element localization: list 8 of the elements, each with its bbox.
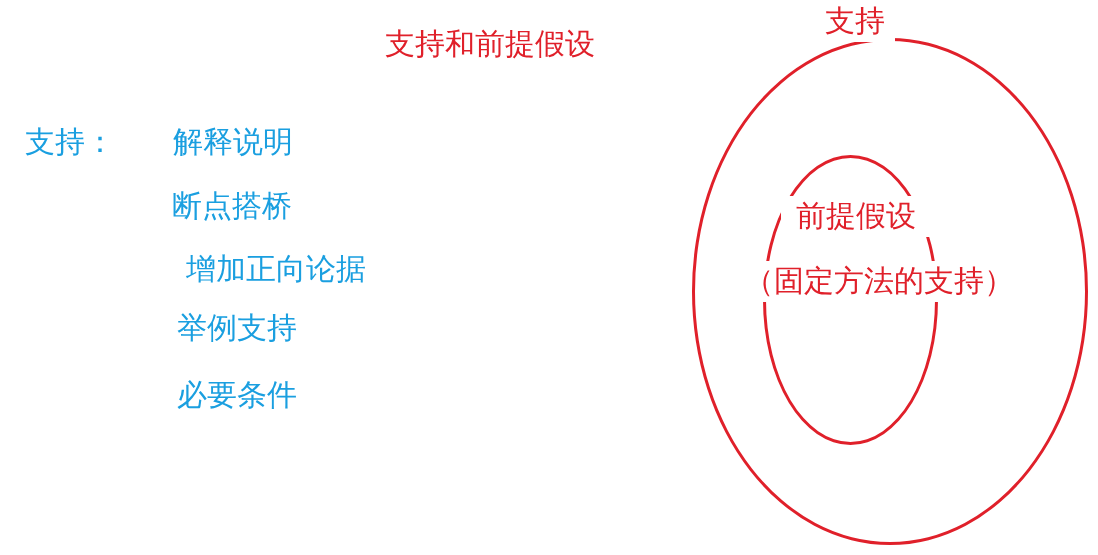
list-item: 解释说明 — [173, 123, 293, 161]
list-item: 支持： — [25, 123, 115, 161]
list-item: 断点搭桥 — [172, 187, 292, 225]
list-item: 举例支持 — [177, 309, 297, 347]
ellipse-label: 前提假设 — [781, 196, 931, 237]
title: 支持和前提假设 — [384, 25, 596, 63]
list-item: 必要条件 — [177, 376, 297, 414]
list-item: 增加正向论据 — [186, 250, 366, 288]
